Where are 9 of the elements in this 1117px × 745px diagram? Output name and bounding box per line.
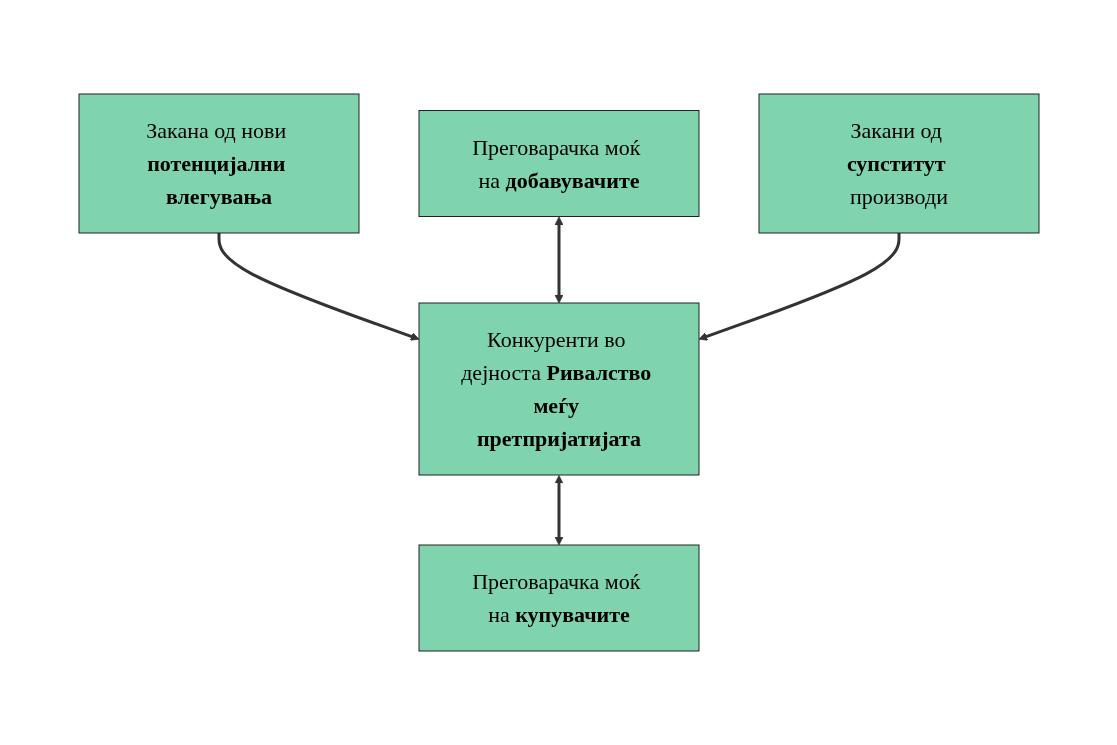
arrow <box>554 475 563 546</box>
node-box: Преговарачка моќ на купувачите <box>418 544 699 652</box>
node-box: Закани од супститут производи <box>758 93 1039 234</box>
node-box: Закана од нови потенцијални влегувања <box>78 93 359 234</box>
node-box: Преговарачка моќ на добавувачите <box>418 110 699 217</box>
arrow <box>554 216 563 304</box>
arrow <box>217 233 419 341</box>
node-box: Конкуренти во дејноста Ривалство меѓу претпријатијата <box>418 302 699 476</box>
arrow <box>698 233 900 341</box>
